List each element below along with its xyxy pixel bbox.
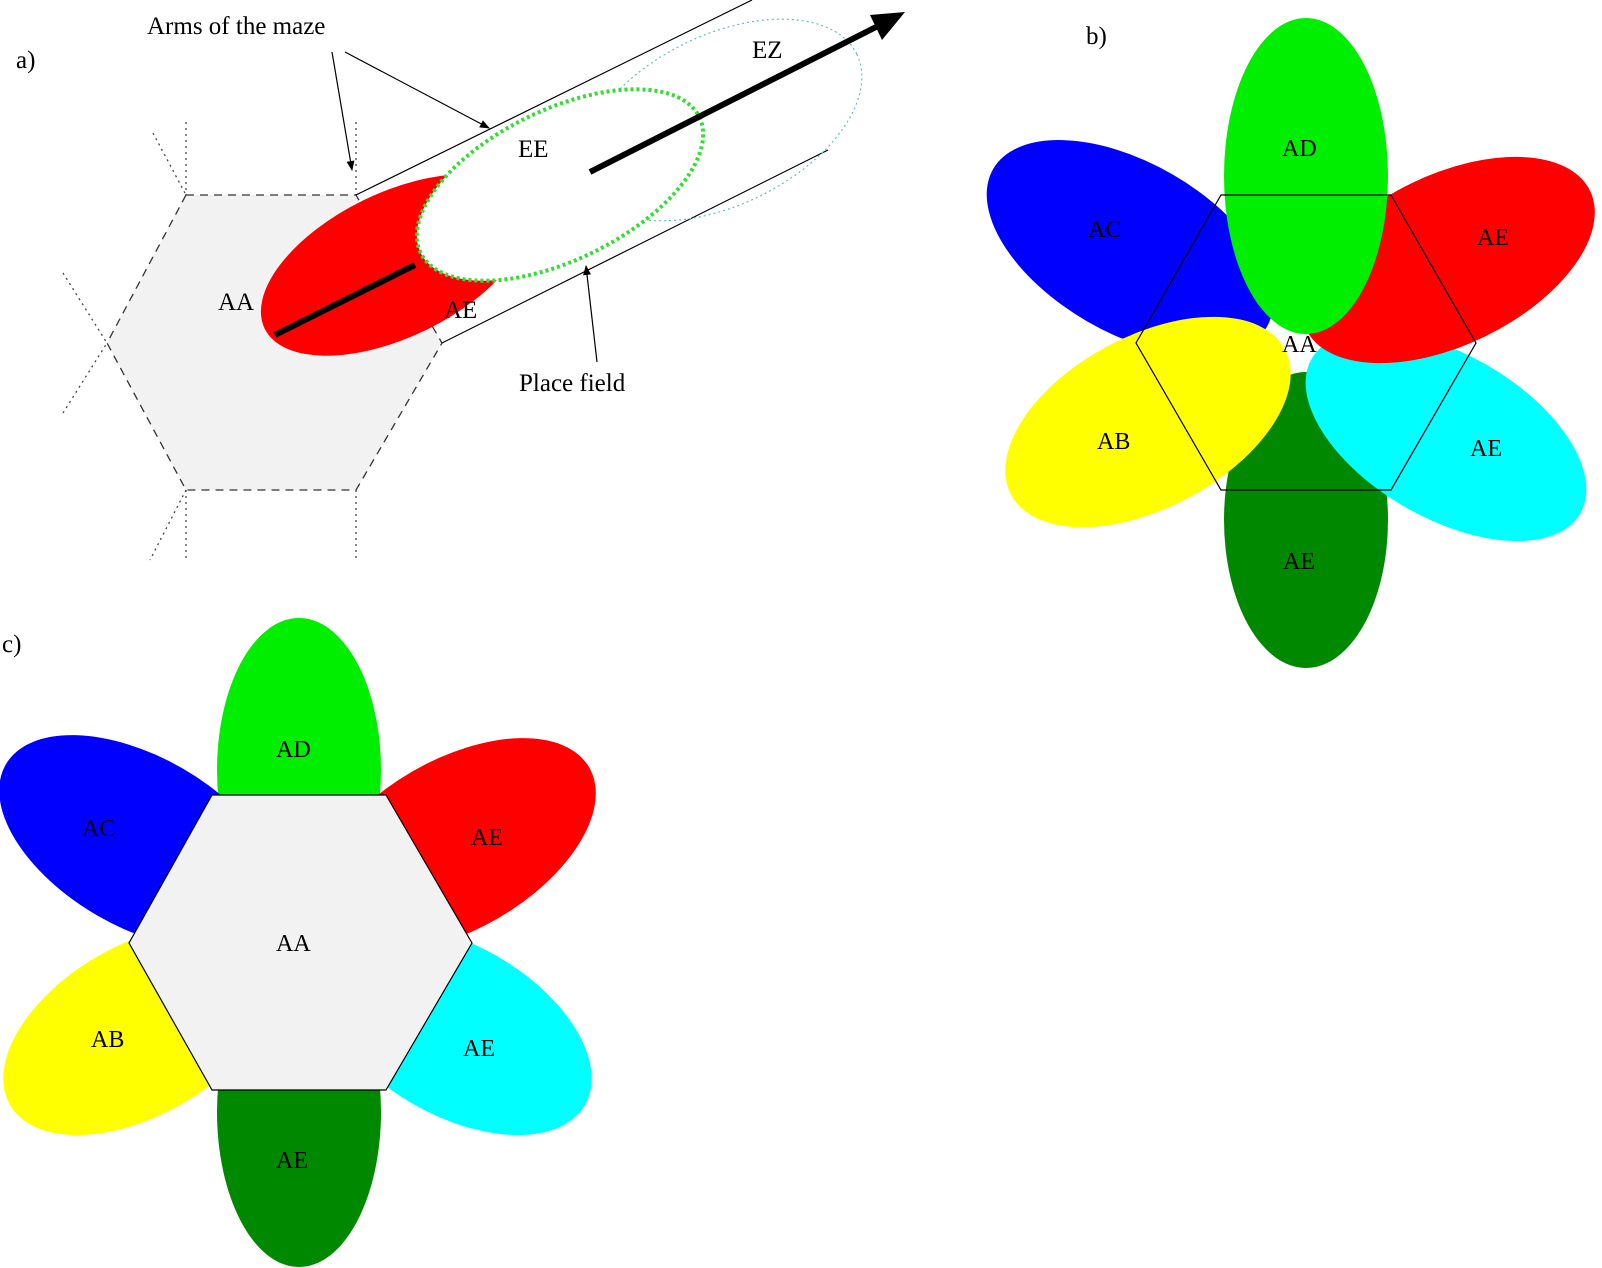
petal-b-up xyxy=(1224,18,1388,334)
petal-b-up-label: AD xyxy=(1282,136,1317,162)
arms-callout-line-2 xyxy=(344,51,490,129)
arms-callout-text: Arms of the maze xyxy=(147,13,325,40)
place-field-callout-line xyxy=(583,265,598,363)
petal-b-upper-left-label: AC xyxy=(1088,217,1121,243)
petal-b-lower-right xyxy=(1305,330,1587,542)
arms-callout-line-1 xyxy=(331,51,355,171)
petal-b-down-label: AE xyxy=(1283,549,1315,575)
arm-edges xyxy=(355,0,829,344)
panel-a: a) Arms of the maze xyxy=(16,0,905,561)
petal-c-down-label: AE xyxy=(276,1148,308,1174)
petal-b-upper-left xyxy=(986,140,1274,356)
place-field-callout-text: Place field xyxy=(519,370,626,397)
trajectory-arrow-line xyxy=(588,22,882,175)
zone-ae-label: AE xyxy=(444,297,477,324)
petal-b-lower-left xyxy=(1005,316,1291,528)
trajectory-line xyxy=(273,262,417,338)
center-hexagon-c xyxy=(128,794,473,1091)
trajectory-arrowhead xyxy=(870,12,905,40)
arm-boundaries xyxy=(62,122,357,561)
zone-ee-label: EE xyxy=(518,136,549,163)
center-hexagon-b xyxy=(1135,194,1477,491)
petal-c-upper-right-label: AE xyxy=(471,825,503,851)
petal-b-lower-left-label: AB xyxy=(1097,429,1130,455)
petal-b-upper-right-label: AE xyxy=(1477,225,1509,251)
petal-c-lower-left-label: AB xyxy=(91,1027,124,1053)
panel-c-label: c) xyxy=(2,631,21,658)
petal-c-up-label: AD xyxy=(276,737,311,763)
petal-c-lower-right-label: AE xyxy=(463,1036,495,1062)
panel-b: b) AD AC AE AA AB AE AE xyxy=(986,18,1595,668)
panel-c: c) AD AC AE AA AB AE AE xyxy=(0,618,596,1267)
center-b-label: AA xyxy=(1282,332,1317,358)
zone-ez-label: EZ xyxy=(752,37,783,64)
petal-b-lower-right-label: AE xyxy=(1470,436,1502,462)
center-c-label: AA xyxy=(276,931,311,957)
panel-a-label: a) xyxy=(16,47,35,74)
petal-c-upper-left-label: AC xyxy=(82,816,115,842)
zone-aa-label: AA xyxy=(218,289,254,316)
panel-b-label: b) xyxy=(1086,23,1107,50)
